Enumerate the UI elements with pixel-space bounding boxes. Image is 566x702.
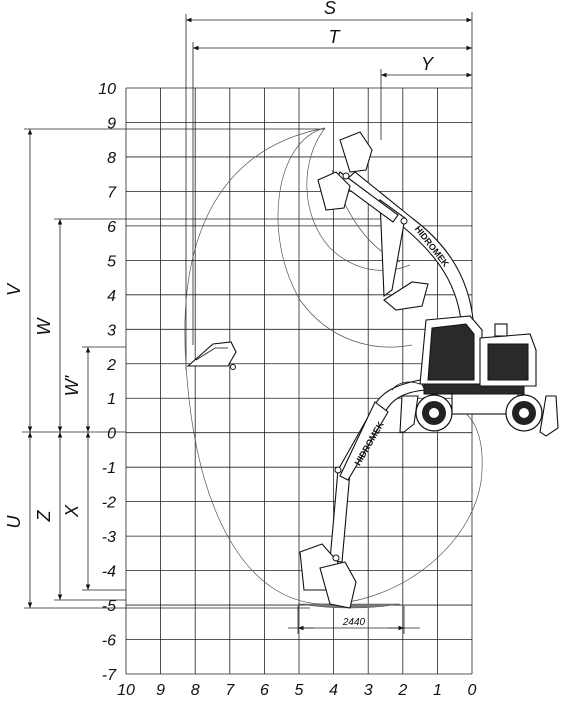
y-tick-label: 1 — [107, 391, 116, 408]
y-tick-label: -6 — [102, 633, 116, 650]
x-tick-label: 3 — [364, 682, 373, 699]
dimension-t: T — [192, 27, 472, 345]
front-wheel — [415, 394, 453, 432]
rear-wheel — [505, 394, 543, 432]
dimension-v: V — [4, 128, 325, 432]
arm-raised: HIDROMEK — [317, 131, 475, 333]
dimension-y: Y — [380, 12, 473, 140]
y-tick-label: 8 — [107, 150, 116, 167]
y-tick-label: 7 — [107, 184, 117, 201]
excavator-body — [399, 315, 559, 437]
x-tick-label: 5 — [295, 682, 304, 699]
dimension-z-label: Z — [34, 510, 54, 523]
bucket-width-dimension: 2440 — [288, 603, 420, 634]
dimension-u: U — [4, 432, 310, 609]
y-tick-label: -3 — [102, 529, 116, 546]
y-tick-label: 10 — [98, 81, 116, 98]
x-tick-label: 1 — [433, 682, 442, 699]
dimension-w: W — [34, 218, 395, 432]
dimension-s-label: S — [324, 0, 336, 18]
dimension-y-label: Y — [421, 54, 435, 74]
y-tick-label: -7 — [102, 667, 117, 684]
bucket-max-reach — [186, 341, 237, 370]
dimension-w-prime: W' — [62, 346, 126, 432]
y-tick-label: 6 — [107, 219, 116, 236]
y-tick-label: 4 — [107, 288, 116, 305]
x-tick-label: 7 — [225, 682, 235, 699]
x-tick-label: 8 — [191, 682, 200, 699]
y-tick-label: -4 — [102, 564, 116, 581]
x-tick-label: 0 — [468, 682, 477, 699]
y-tick-label: -5 — [102, 598, 116, 615]
y-tick-label: 5 — [107, 253, 116, 270]
x-tick-label: 2 — [397, 682, 407, 699]
y-tick-label: 0 — [107, 426, 116, 443]
x-tick-label: 10 — [117, 682, 135, 699]
boom-foot — [391, 381, 421, 391]
dimension-x: X — [62, 432, 126, 591]
dimension-u-label: U — [4, 515, 24, 529]
dimension-s: S — [185, 0, 472, 370]
x-tick-label: 9 — [156, 682, 165, 699]
dimension-x-label: X — [62, 504, 82, 518]
dimension-t-label: T — [329, 27, 342, 47]
dimension-w-prime-label: W' — [62, 375, 82, 396]
dimension-v-label: V — [4, 282, 24, 296]
y-tick-label: -2 — [102, 495, 116, 512]
y-tick-label: -1 — [102, 460, 116, 477]
y-tick-label: 3 — [107, 322, 116, 339]
dimension-w-label: W — [34, 317, 54, 336]
y-tick-label: 9 — [107, 115, 116, 132]
y-tick-label: 2 — [106, 357, 116, 374]
brand-label-raised: HIDROMEK — [413, 224, 451, 269]
bucket-width-label: 2440 — [342, 617, 366, 628]
x-tick-label: 4 — [329, 682, 338, 699]
x-tick-label: 6 — [260, 682, 269, 699]
grid — [125, 87, 473, 675]
dimension-z: Z — [34, 432, 126, 601]
